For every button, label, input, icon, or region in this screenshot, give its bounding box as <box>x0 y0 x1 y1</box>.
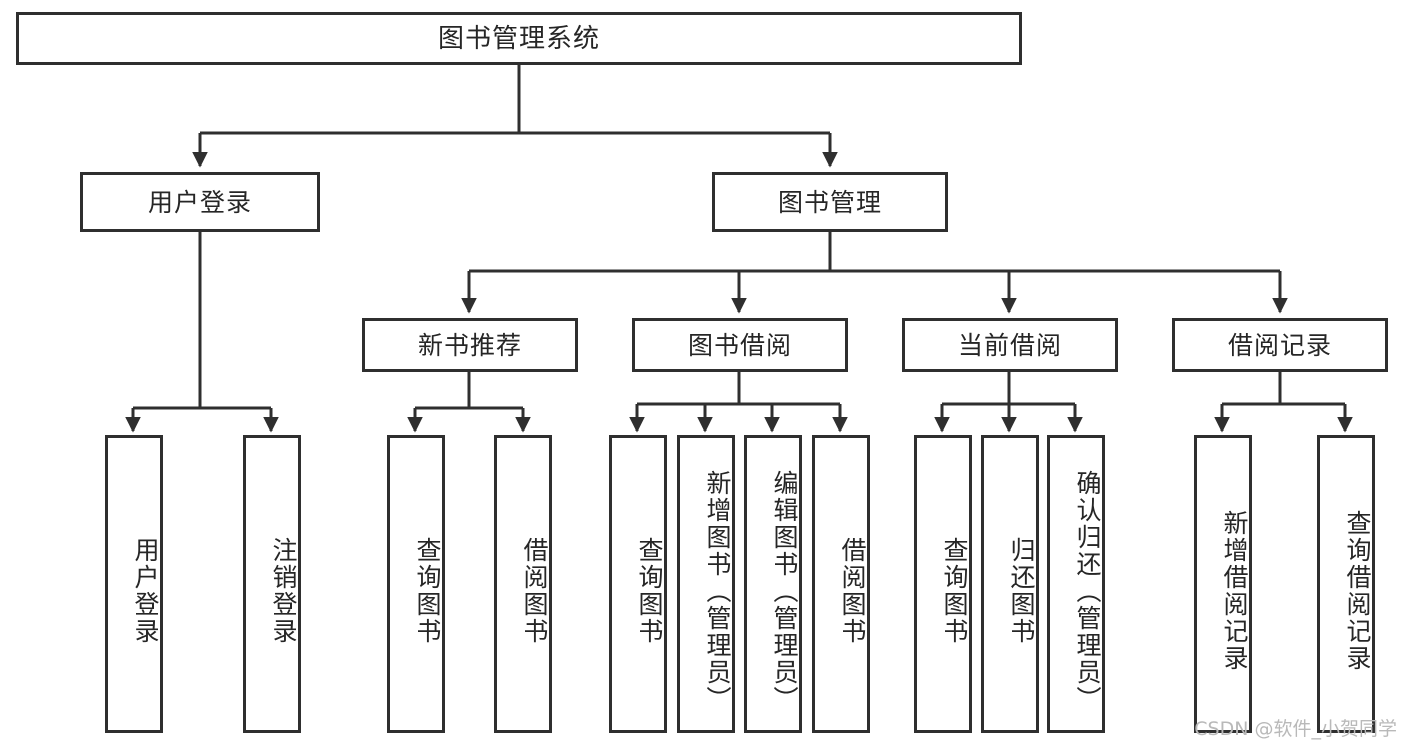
node-label: 归还图书 <box>1007 537 1036 645</box>
node-label: 借阅图书 <box>520 537 549 645</box>
leaf-query-borrow-record[interactable]: 查询借阅记录 <box>1317 435 1375 733</box>
leaf-borrow-book-recommend[interactable]: 借阅图书 <box>494 435 552 733</box>
watermark: CSDN @软件_小贺同学 <box>1194 718 1397 740</box>
leaf-query-book-current[interactable]: 查询图书 <box>914 435 972 733</box>
node-root-book-management-system[interactable]: 图书管理系统 <box>16 12 1022 65</box>
node-book-borrow[interactable]: 图书借阅 <box>632 318 848 372</box>
leaf-edit-book-admin[interactable]: 编辑图书（管理员） <box>744 435 802 733</box>
node-label: 借阅记录 <box>1227 330 1332 360</box>
node-label: 用户登录 <box>147 187 252 217</box>
leaf-return-book[interactable]: 归还图书 <box>981 435 1039 733</box>
node-label: 查询借阅记录 <box>1343 510 1372 672</box>
node-label: 新增图书（管理员） <box>703 469 732 713</box>
node-borrow-record[interactable]: 借阅记录 <box>1172 318 1388 372</box>
node-label: 借阅图书 <box>838 537 867 645</box>
leaf-confirm-return-admin[interactable]: 确认归还（管理员） <box>1047 435 1105 733</box>
node-label: 查询图书 <box>413 537 442 645</box>
node-label: 查询图书 <box>940 537 969 645</box>
leaf-borrow-book[interactable]: 借阅图书 <box>812 435 870 733</box>
node-label: 新书推荐 <box>417 330 522 360</box>
leaf-add-book-admin[interactable]: 新增图书（管理员） <box>677 435 735 733</box>
node-current-borrow[interactable]: 当前借阅 <box>902 318 1118 372</box>
node-label: 注销登录 <box>269 537 298 645</box>
node-new-book-recommend[interactable]: 新书推荐 <box>362 318 578 372</box>
node-book-management[interactable]: 图书管理 <box>712 172 948 232</box>
leaf-logout[interactable]: 注销登录 <box>243 435 301 733</box>
leaf-query-book-recommend[interactable]: 查询图书 <box>387 435 445 733</box>
node-label: 当前借阅 <box>957 330 1062 360</box>
node-label: 图书管理系统 <box>437 23 600 54</box>
node-label: 新增借阅记录 <box>1220 510 1249 672</box>
node-user-login[interactable]: 用户登录 <box>80 172 320 232</box>
node-label: 查询图书 <box>635 537 664 645</box>
leaf-add-borrow-record[interactable]: 新增借阅记录 <box>1194 435 1252 733</box>
leaf-user-login[interactable]: 用户登录 <box>105 435 163 733</box>
node-label: 确认归还（管理员） <box>1073 469 1102 713</box>
leaf-query-book-borrow[interactable]: 查询图书 <box>609 435 667 733</box>
node-label: 图书管理 <box>777 187 882 217</box>
node-label: 编辑图书（管理员） <box>770 469 799 713</box>
node-label: 用户登录 <box>131 537 160 645</box>
node-label: 图书借阅 <box>687 330 792 360</box>
